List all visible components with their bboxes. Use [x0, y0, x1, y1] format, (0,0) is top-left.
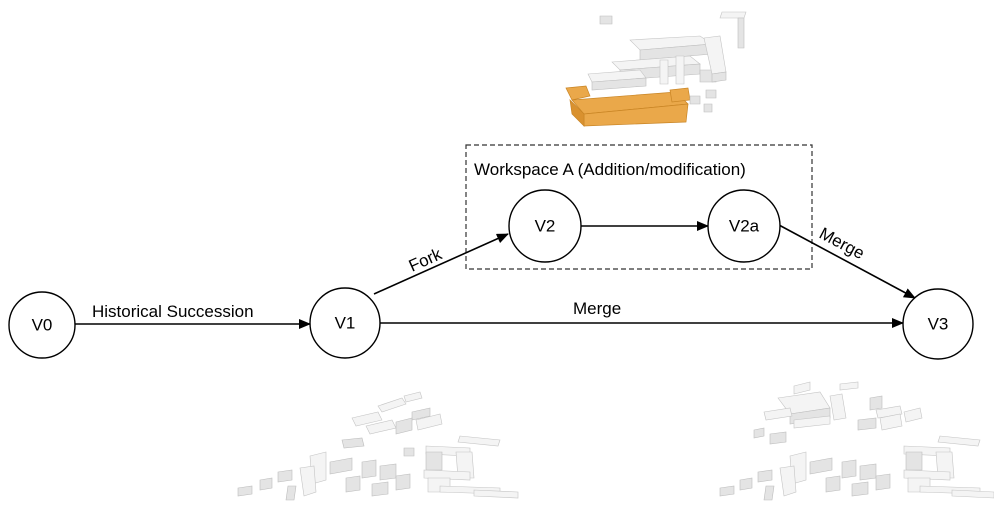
v1-model-render [237, 391, 519, 501]
workspace-label: Workspace A (Addition/modification) [474, 160, 746, 179]
node-v1-label: V1 [335, 314, 356, 333]
node-v2a-label: V2a [729, 217, 760, 236]
highlighted-building [565, 85, 691, 127]
merge-v2a-v3-label: Merge [816, 224, 867, 263]
workspace-box [465, 144, 813, 270]
node-v3: V3 [902, 288, 974, 360]
edge-v1-v2 [373, 233, 509, 295]
node-v1: V1 [309, 287, 381, 359]
node-v2-label: V2 [535, 217, 556, 236]
historical-succession-label: Historical Succession [92, 302, 254, 321]
edge-v2a-v3 [778, 224, 916, 299]
node-v0: V0 [8, 291, 76, 359]
node-v2: V2 [508, 189, 582, 263]
merge-v1-v3-label: Merge [573, 299, 621, 318]
v3-model-render [719, 381, 994, 501]
node-v2a: V2a [707, 189, 781, 263]
workspace-model-render [565, 11, 747, 127]
node-v0-label: V0 [32, 316, 53, 335]
node-v3-label: V3 [928, 315, 949, 334]
